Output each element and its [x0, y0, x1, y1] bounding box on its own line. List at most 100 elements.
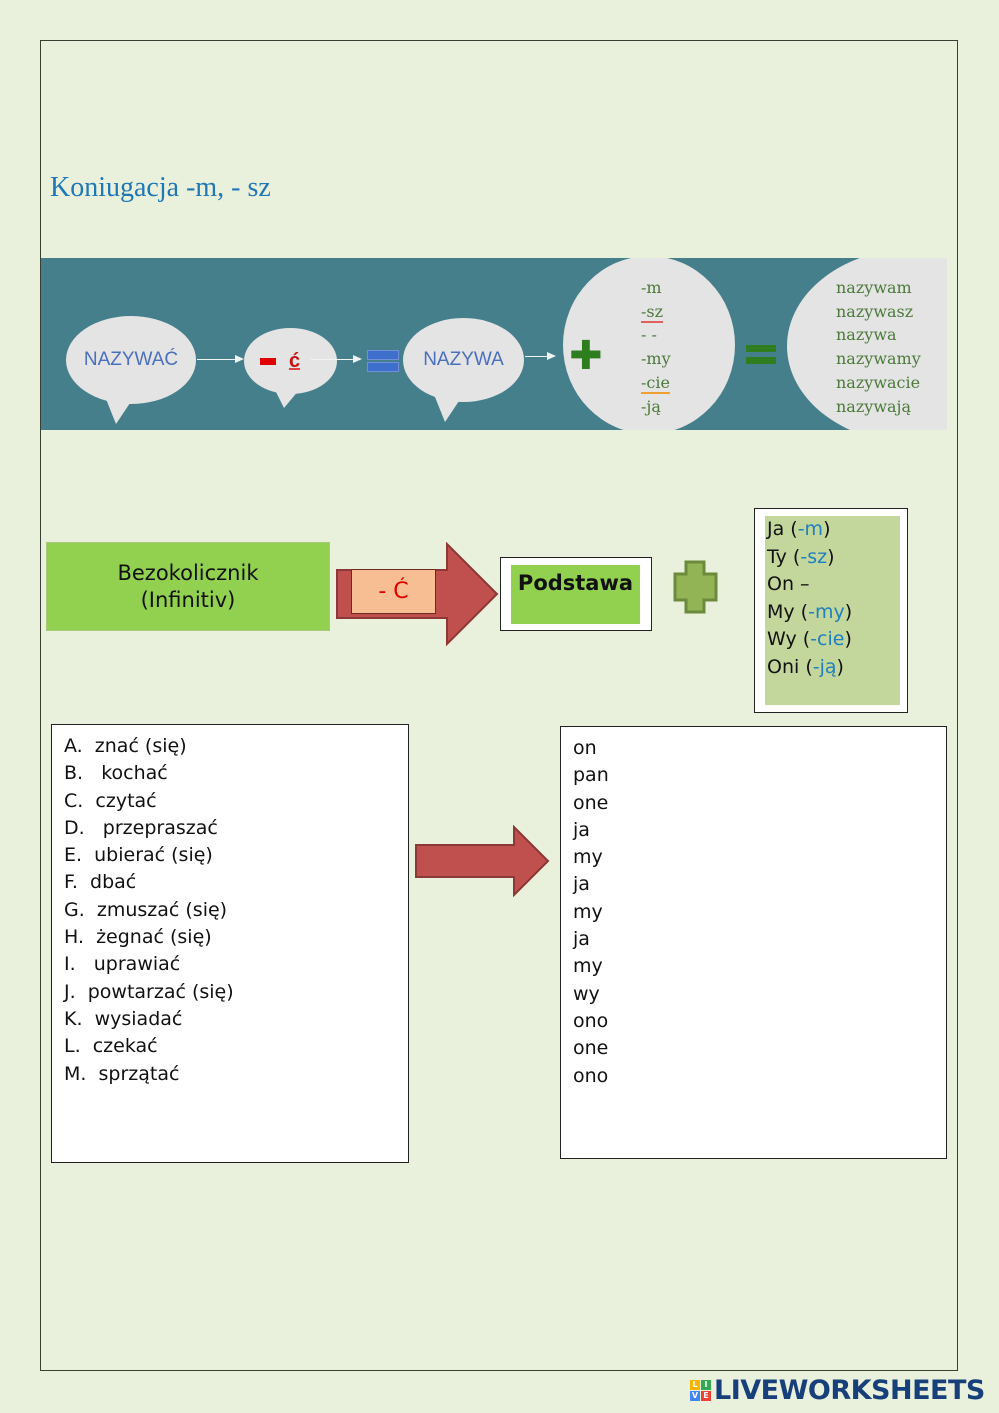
suffix-text: -my	[641, 349, 671, 369]
suffix-text: - -	[641, 325, 657, 345]
conjugation-banner: - - - - - - - - - - - - - - - - - - - - …	[41, 258, 947, 430]
verb-item: C. czytać	[64, 788, 408, 815]
suffix-item: -sz	[641, 300, 671, 324]
logo-block: L	[690, 1379, 700, 1390]
pronoun: Ty (	[767, 545, 801, 568]
arrow-head-icon	[353, 355, 362, 363]
verb-item: D. przepraszać	[64, 815, 408, 842]
verb-item: M. sprzątać	[64, 1061, 408, 1088]
infinitive-word: NAZYWAĆ	[83, 349, 179, 370]
suffix-item: -m	[641, 276, 671, 300]
minus-bubble: ć	[244, 328, 337, 408]
stem-bubble: NAZYWA	[403, 318, 524, 422]
equals-icon-bottom	[367, 362, 399, 372]
verb-item: I. uprawiać	[64, 951, 408, 978]
pronoun: Oni (	[767, 655, 813, 678]
verb-item: G. zmuszać (się)	[64, 897, 408, 924]
close-paren: )	[844, 600, 853, 623]
close-paren: )	[823, 518, 831, 540]
verb-letter: I.	[64, 953, 82, 976]
suffix-circle	[563, 258, 735, 430]
worksheet-frame	[40, 40, 958, 1371]
arrow-line	[197, 359, 235, 360]
pronoun-item: Oni (-ją)	[767, 654, 900, 682]
minus-c-label: - Ć	[351, 569, 436, 614]
subject-item: ja	[573, 928, 590, 951]
verb-letter: A.	[64, 735, 89, 757]
verb-item: B. kochać	[64, 760, 408, 787]
verb-text: sprzątać	[92, 1062, 180, 1085]
subject-item: one	[573, 1037, 609, 1060]
verb-item: L. czekać	[64, 1033, 408, 1060]
verb-text: powtarzać (się)	[81, 980, 234, 1003]
verb-letter: M.	[64, 1062, 93, 1085]
verb-text: ubierać (się)	[88, 844, 213, 867]
logo-block: I	[701, 1379, 711, 1390]
subject-item: my	[573, 846, 603, 869]
ending: -ją	[812, 655, 837, 678]
verb-text: znać (się)	[88, 735, 187, 757]
forms-circle	[787, 258, 947, 430]
stem-box: Podstawa	[500, 557, 652, 631]
page-title: Koniugacja -m, - sz	[50, 172, 271, 203]
conjugated-form: nazywają	[836, 396, 912, 416]
infinitive-sublabel: (Infinitiv)	[140, 587, 236, 612]
suffix-item: -cie	[641, 371, 671, 395]
equals-icon-top	[746, 345, 776, 352]
verb-letter: J.	[64, 980, 82, 1003]
ending: -m	[797, 518, 824, 540]
pronoun-item: Wy (-cie)	[767, 626, 900, 654]
pronoun: Wy (	[767, 628, 811, 650]
plus-icon	[673, 560, 718, 614]
equals-icon-top	[367, 350, 399, 360]
verb-text: czytać	[89, 789, 157, 812]
subject-item: pan	[573, 764, 609, 787]
subject-item: ja	[573, 873, 590, 896]
verb-item: H. żegnać (się)	[64, 924, 408, 951]
verb-letter: D.	[64, 816, 91, 839]
close-paren: )	[844, 628, 852, 650]
pronoun-item: Ty (-sz)	[767, 544, 900, 572]
pronoun-item: My (-my)	[767, 599, 900, 627]
subject-item: my	[573, 955, 603, 978]
subject-item: ono	[573, 1009, 609, 1032]
logo-text: LIVEWORKSHEETS	[714, 1374, 985, 1406]
verb-text: uprawiać	[81, 953, 181, 976]
verb-letter: H.	[64, 926, 91, 949]
subject-item: ono	[573, 1064, 609, 1087]
suffix-text: -sz	[641, 301, 664, 321]
conjugated-form: nazywamy	[836, 349, 921, 369]
pronoun: Ja (	[767, 518, 798, 540]
pronoun: On –	[767, 573, 810, 595]
removed-letter: ć	[288, 349, 301, 372]
verb-text: czekać	[86, 1035, 158, 1058]
close-paren: )	[836, 655, 844, 678]
suffix-item: -my	[641, 347, 671, 371]
stem-word: NAZYWA	[423, 349, 504, 370]
plus-icon: ✚	[569, 333, 603, 379]
suffix-text: -cie	[641, 372, 670, 392]
verb-letter: L.	[64, 1035, 87, 1058]
arrow-head-icon	[235, 355, 244, 363]
equals-icon-bottom	[746, 357, 776, 364]
verb-letter: C.	[64, 789, 90, 812]
banner-cut-off-text: - - - - - - - - - - - - - - - - - - - - …	[71, 258, 358, 264]
subject-item: wy	[573, 982, 600, 1005]
stem-label: Podstawa	[511, 565, 640, 624]
pronoun-endings-list: Ja (-m)Ty (-sz)On –My (-my)Wy (-cie)Oni …	[765, 516, 900, 705]
arrow-line	[311, 359, 353, 360]
conjugated-form: nazywacie	[836, 372, 921, 392]
ending: -sz	[800, 545, 828, 568]
suffix-item: -ją	[641, 395, 671, 419]
verb-item: A. znać (się)	[64, 733, 408, 760]
verb-text: zmuszać (się)	[90, 898, 228, 921]
subject-item: my	[573, 900, 603, 923]
suffix-item: - -	[641, 323, 671, 347]
verb-letter: E.	[64, 844, 89, 867]
suffix-list: -m-sz - - -my -cie -ją	[641, 276, 671, 418]
subject-item: on	[573, 737, 597, 759]
